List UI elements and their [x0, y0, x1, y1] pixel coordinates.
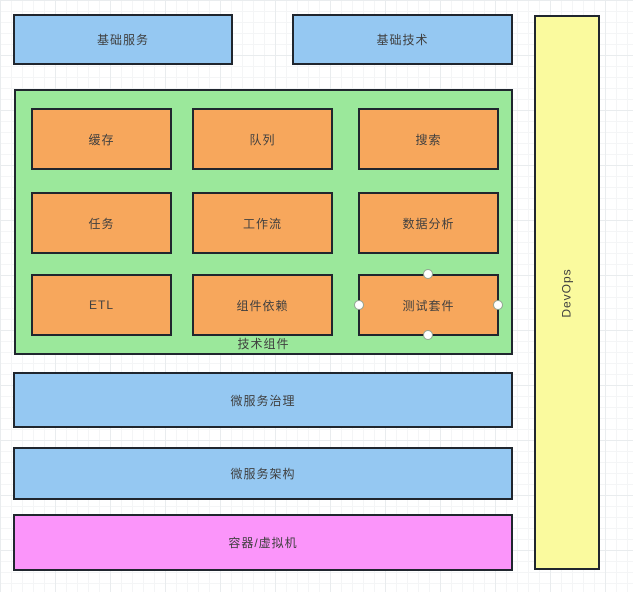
shape-label: 微服务治理 [230, 393, 296, 408]
shape-label: 队列 [249, 132, 276, 147]
shape-label: 任务 [88, 216, 115, 231]
shape-basic-technology[interactable]: 基础技术 [292, 14, 513, 65]
container-label: 技术组件 [237, 337, 290, 351]
shape-label: 组件依赖 [236, 298, 289, 313]
shape-label: 搜索 [415, 132, 442, 147]
shape-label: 基础技术 [376, 33, 429, 47]
shape-devops-lane[interactable]: DevOps [534, 15, 600, 570]
shape-workflow[interactable]: 工作流 [192, 192, 333, 254]
shape-label: 容器/虚拟机 [228, 536, 298, 550]
shape-cache[interactable]: 缓存 [31, 108, 172, 170]
selection-handle-left[interactable] [354, 300, 364, 310]
shape-label: ETL [88, 298, 114, 312]
shape-data-analysis[interactable]: 数据分析 [358, 192, 499, 254]
shape-basic-services[interactable]: 基础服务 [13, 14, 233, 65]
shape-microservice-architecture[interactable]: 微服务架构 [13, 447, 513, 500]
selection-handle-right[interactable] [493, 300, 503, 310]
shape-label: 测试套件 [402, 298, 455, 313]
shape-test-suite-selected[interactable]: 测试套件 [358, 274, 499, 336]
shape-queue[interactable]: 队列 [192, 108, 333, 170]
shape-label: DevOps [559, 267, 574, 318]
shape-search[interactable]: 搜索 [358, 108, 499, 170]
selection-handle-top[interactable] [423, 269, 433, 279]
shape-label: 微服务架构 [230, 467, 296, 481]
shape-label: 工作流 [242, 216, 282, 231]
shape-container-vm[interactable]: 容器/虚拟机 [13, 514, 513, 571]
shape-label: 缓存 [88, 132, 115, 147]
shape-label: 数据分析 [402, 216, 455, 231]
shape-component-deps[interactable]: 组件依赖 [192, 274, 333, 336]
shape-etl[interactable]: ETL [31, 274, 172, 336]
selection-handle-bottom[interactable] [423, 330, 433, 340]
shape-label: 基础服务 [96, 33, 149, 47]
shape-task[interactable]: 任务 [31, 192, 172, 254]
shape-microservice-governance[interactable]: 微服务治理 [13, 372, 513, 428]
